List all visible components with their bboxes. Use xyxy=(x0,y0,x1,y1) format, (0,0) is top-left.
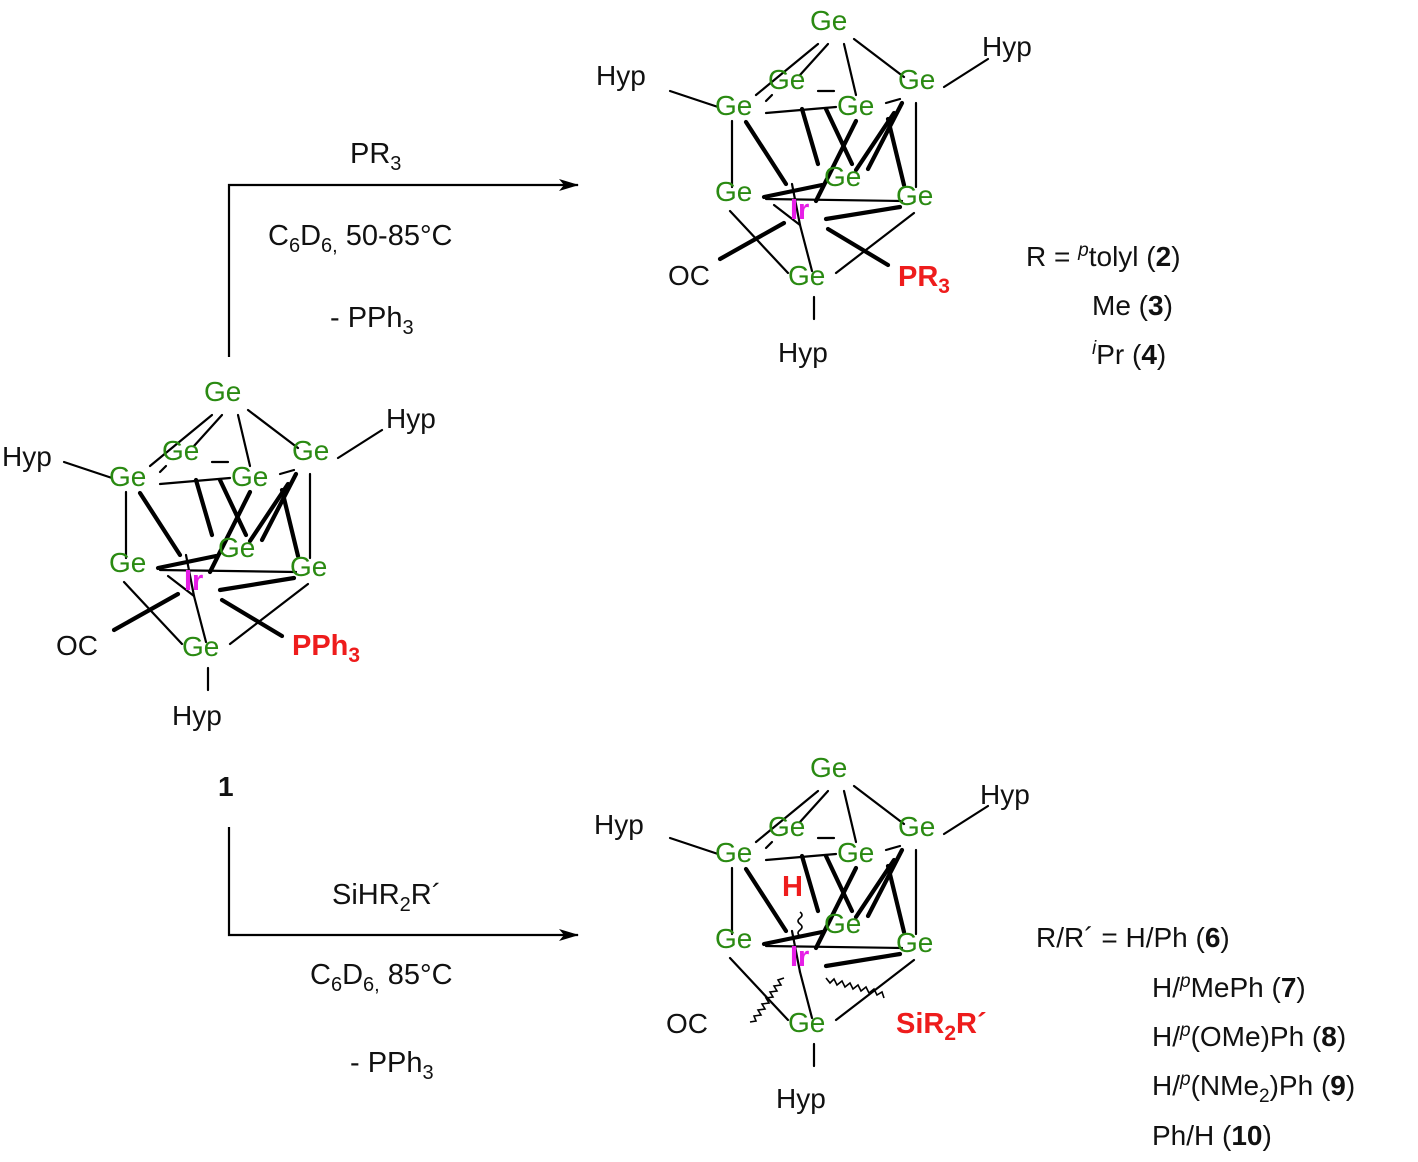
top-conditions: PR3 C6D6, 50-85°C - PPh3 xyxy=(268,138,453,339)
legend-top-row: iPr (4) xyxy=(1092,338,1166,370)
bottom-byproduct: - PPh3 xyxy=(350,1047,434,1084)
legend-bottom-row: H/p(OMe)Ph (8) xyxy=(1152,1020,1346,1052)
oc-ligand: OC xyxy=(56,630,98,661)
ge-atom: Ge xyxy=(810,752,847,783)
ge-atom: Ge xyxy=(109,547,146,578)
ir-atom: Ir xyxy=(790,194,809,226)
ge-atom: Ge xyxy=(896,180,933,211)
ge-atom: Ge xyxy=(715,176,752,207)
ge-atom: Ge xyxy=(898,811,935,842)
legend-bottom-row: H/p(NMe2)Ph (9) xyxy=(1152,1069,1355,1107)
ge-atom: Ge xyxy=(896,927,933,958)
ge-atom: Ge xyxy=(182,631,219,662)
ge-atom: Ge xyxy=(290,551,327,582)
hyp-group: Hyp xyxy=(594,809,644,840)
ge-atom: Ge xyxy=(715,837,752,868)
wavy-bond-si xyxy=(825,977,885,999)
hyp-group: Hyp xyxy=(596,60,646,91)
hyp-group: Hyp xyxy=(172,700,222,731)
cluster-1-bonds xyxy=(62,408,384,692)
hyp-group: Hyp xyxy=(980,779,1030,810)
ge-atom: Ge xyxy=(231,461,268,492)
ge-atom: Ge xyxy=(788,1007,825,1038)
cluster-1: Ge Ge Ge Ge Ge Ge Ge Ge Ge Ir Hyp Hyp Hy… xyxy=(2,376,436,731)
ge-atom: Ge xyxy=(109,461,146,492)
cluster-bottom-atoms: Ge Ge Ge Ge Ge Ge Ge Ge Ge Ir H Hyp Hyp … xyxy=(594,752,1030,1114)
cluster-top-atoms: Ge Ge Ge Ge Ge Ge Ge Ge Ge Ir Hyp Hyp Hy… xyxy=(596,5,1032,368)
ge-atom: Ge xyxy=(824,161,861,192)
bottom-reaction-arrow xyxy=(227,827,579,941)
ge-atom: Ge xyxy=(768,64,805,95)
cluster-1-atoms: Ge Ge Ge Ge Ge Ge Ge Ge Ge Ir Hyp Hyp Hy… xyxy=(2,376,436,731)
legend-bottom-row: Ph/H (10) xyxy=(1152,1120,1272,1151)
legend-top: R = ptolyl (2) Me (3) iPr (4) xyxy=(1026,240,1181,370)
ir-atom: Ir xyxy=(790,941,809,973)
cluster-top-bonds xyxy=(668,37,990,321)
legend-bottom-row: H/pMePh (7) xyxy=(1152,971,1306,1003)
hyp-group: Hyp xyxy=(778,337,828,368)
top-solvent-temperature: C6D6, 50-85°C xyxy=(268,220,453,257)
bottom-conditions: SiHR2R´ C6D6, 85°C - PPh3 xyxy=(310,879,453,1084)
legend-bottom-row: R/R´ = H/Ph (6) xyxy=(1036,922,1230,953)
ge-atom: Ge xyxy=(162,435,199,466)
ge-atom: Ge xyxy=(898,64,935,95)
bottom-solvent-temperature: C6D6, 85°C xyxy=(310,959,453,996)
ge-atom: Ge xyxy=(837,837,874,868)
ge-atom: Ge xyxy=(292,435,329,466)
oc-ligand: OC xyxy=(666,1008,708,1039)
legend-bottom: R/R´ = H/Ph (6) H/pMePh (7) H/p(OMe)Ph (… xyxy=(1036,922,1355,1151)
ge-atom: Ge xyxy=(715,90,752,121)
ir-atom: Ir xyxy=(184,565,203,597)
hyp-group: Hyp xyxy=(386,403,436,434)
ge-atom: Ge xyxy=(824,908,861,939)
legend-top-row: Me (3) xyxy=(1092,290,1173,321)
wavy-bond-h xyxy=(797,911,803,937)
cluster-bottom: Ge Ge Ge Ge Ge Ge Ge Ge Ge Ir H Hyp Hyp … xyxy=(594,752,1030,1114)
cluster-bottom-bonds xyxy=(668,784,990,1068)
ge-atom: Ge xyxy=(715,923,752,954)
hyp-group: Hyp xyxy=(982,31,1032,62)
ge-atom: Ge xyxy=(810,5,847,36)
arrows xyxy=(227,179,579,941)
sir2r-ligand: SiR2R´ xyxy=(896,1008,987,1045)
pr3-ligand: PR3 xyxy=(898,261,950,298)
ge-atom: Ge xyxy=(768,811,805,842)
ge-atom: Ge xyxy=(218,532,255,563)
hyp-group: Hyp xyxy=(2,441,52,472)
wavy-bond-oc xyxy=(749,977,785,1023)
ge-atom: Ge xyxy=(204,376,241,407)
pph3-ligand: PPh3 xyxy=(292,630,360,667)
bottom-reagent: SiHR2R´ xyxy=(332,879,441,916)
ge-atom: Ge xyxy=(788,260,825,291)
legend-top-row: R = ptolyl (2) xyxy=(1026,240,1181,272)
cluster-top: Ge Ge Ge Ge Ge Ge Ge Ge Ge Ir Hyp Hyp Hy… xyxy=(596,5,1032,368)
top-reaction-arrow xyxy=(227,179,579,357)
top-byproduct: - PPh3 xyxy=(330,302,414,339)
hyp-group: Hyp xyxy=(776,1083,826,1114)
ge-atom: Ge xyxy=(837,90,874,121)
hydride: H xyxy=(782,871,803,903)
top-reagent: PR3 xyxy=(350,138,401,175)
oc-ligand: OC xyxy=(668,260,710,291)
compound-label-1: 1 xyxy=(218,771,234,802)
